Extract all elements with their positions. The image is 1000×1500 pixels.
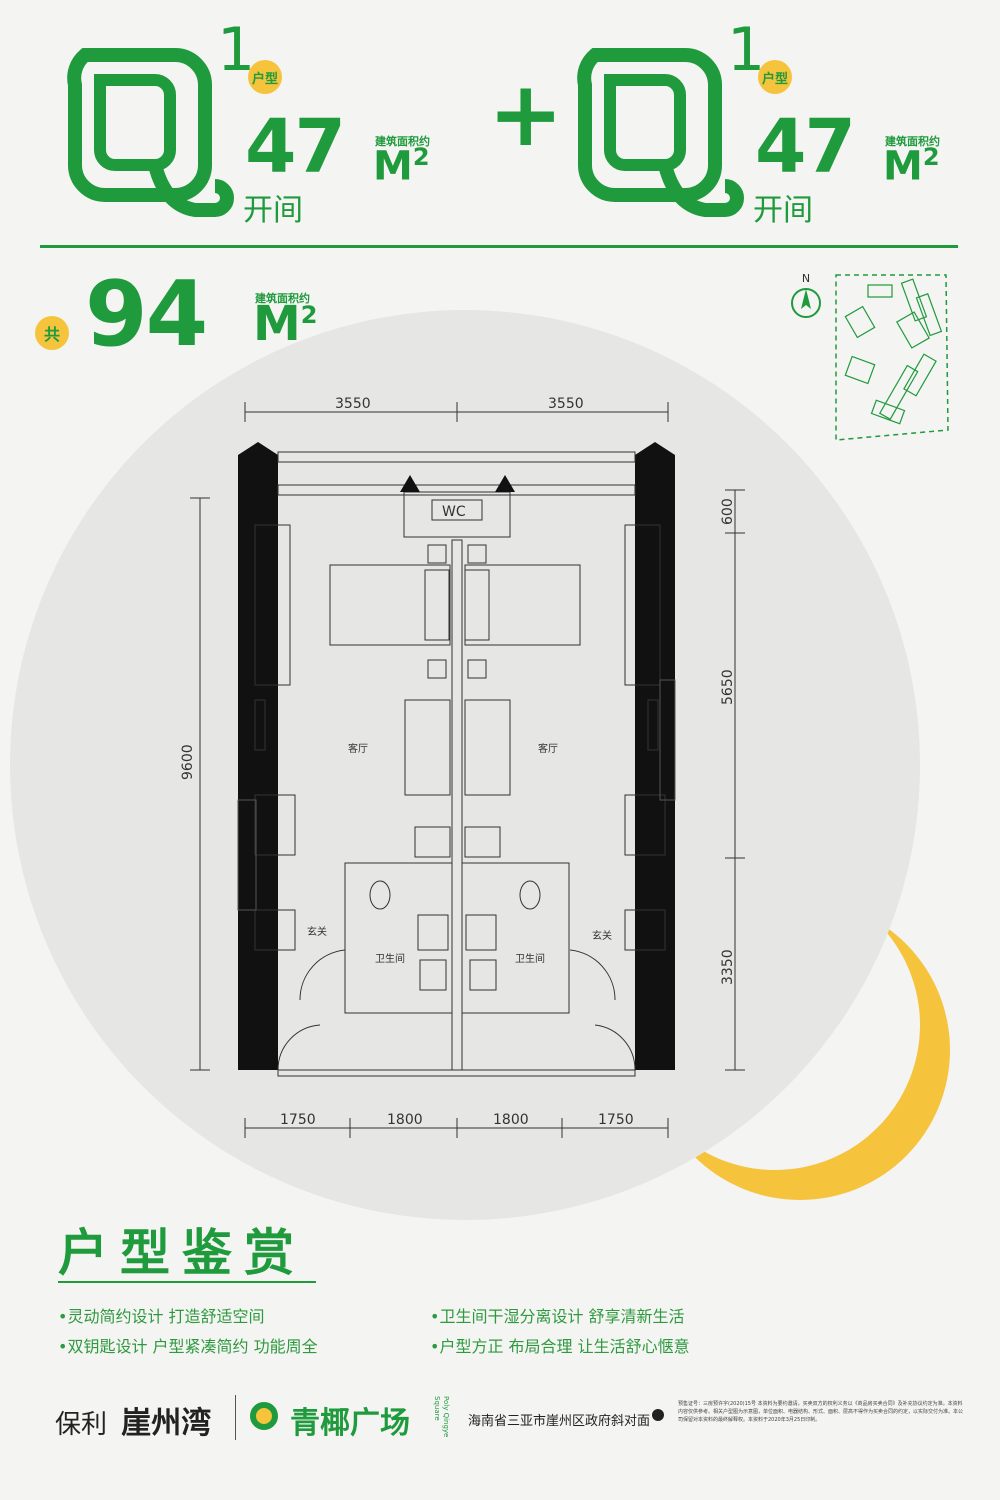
brand-name-en: Poly Qingye Square bbox=[433, 1396, 450, 1438]
room-foyer-left: 玄关 bbox=[307, 925, 327, 938]
area-label: 建筑面积约 bbox=[885, 135, 940, 148]
plus-sign: + bbox=[488, 62, 564, 167]
right-dim-1: 600 bbox=[720, 498, 736, 525]
bottom-dim-1: 1750 bbox=[280, 1112, 316, 1128]
area-unit: M2 bbox=[373, 143, 430, 190]
right-dim-2: 5650 bbox=[720, 669, 736, 705]
brand-poly-name: 崖州湾 bbox=[121, 1406, 212, 1441]
total-prefix-badge: 共 bbox=[35, 316, 69, 350]
left-unit: 1 户型 47 建筑面积约 M2 开间 bbox=[45, 15, 465, 228]
area-number: 47 bbox=[755, 104, 856, 190]
brand-poly-label: 保利 bbox=[55, 1410, 108, 1440]
room-living-right: 客厅 bbox=[538, 742, 558, 755]
bullet-left-1: •灵动简约设计 打造舒适空间 bbox=[58, 1307, 265, 1326]
header-divider bbox=[40, 245, 958, 248]
area-label: 建筑面积约 bbox=[375, 135, 430, 148]
bottom-dim-2: 1800 bbox=[387, 1112, 423, 1128]
top-dim-right: 3550 bbox=[548, 396, 584, 412]
section-title: 户型鉴赏 bbox=[58, 1224, 306, 1282]
total-area-unit: M2 bbox=[253, 296, 318, 352]
area-number: 47 bbox=[245, 104, 346, 190]
huxing-badge: 户型 bbox=[758, 60, 792, 94]
right-dim-3: 3350 bbox=[720, 949, 736, 985]
room-bath-left: 卫生间 bbox=[375, 952, 405, 965]
top-dim-left: 3550 bbox=[335, 396, 371, 412]
address: 海南省三亚市崖州区政府斜对面 bbox=[468, 1414, 651, 1429]
q-letter-icon bbox=[577, 48, 744, 217]
right-unit: 1 户型 47 建筑面积约 M2 开间 bbox=[555, 15, 975, 228]
site-map-icon bbox=[835, 274, 949, 441]
area-unit: M2 bbox=[883, 143, 940, 190]
brand-logo-icon bbox=[250, 1402, 278, 1430]
compass: N bbox=[788, 272, 824, 322]
brand-poly: 保利 崖州湾 bbox=[55, 1398, 211, 1442]
bullet-right-1: •卫生间干湿分离设计 舒享清新生活 bbox=[430, 1307, 685, 1326]
q-letter-icon bbox=[67, 48, 234, 217]
room-foyer-right: 玄关 bbox=[592, 929, 612, 942]
bottom-dim-4: 1750 bbox=[598, 1112, 634, 1128]
unit-type: 开间 bbox=[753, 193, 813, 228]
disclaimer: 预售证号：三房预许字(2020)15号 本资料为要约邀请，买卖双方的权利义务以《… bbox=[678, 1401, 963, 1423]
bullet-left-2: •双钥匙设计 户型紧凑简约 功能周全 bbox=[58, 1337, 318, 1356]
footer-dot-icon bbox=[652, 1409, 664, 1421]
floor-plan: WC bbox=[180, 396, 745, 1138]
total-area-label: 建筑面积约 bbox=[255, 292, 310, 305]
room-living-left: 客厅 bbox=[348, 742, 368, 755]
wc-label: WC bbox=[442, 504, 466, 520]
bottom-dim-3: 1800 bbox=[493, 1112, 529, 1128]
room-bath-right: 卫生间 bbox=[515, 952, 545, 965]
compass-icon bbox=[791, 288, 821, 318]
total-area-number: 94 bbox=[85, 262, 208, 367]
bullet-right-2: •户型方正 布局合理 让生活舒心惬意 bbox=[430, 1337, 690, 1356]
huxing-badge: 户型 bbox=[248, 60, 282, 94]
footer-divider bbox=[235, 1395, 236, 1440]
unit-type: 开间 bbox=[243, 193, 303, 228]
brand-name: 青椰广场 bbox=[290, 1406, 410, 1441]
compass-label: N bbox=[801, 272, 811, 285]
left-dim: 9600 bbox=[180, 744, 196, 780]
total-area: 共 94 建筑面积约 M2 bbox=[35, 258, 375, 367]
section-underline bbox=[58, 1281, 316, 1283]
